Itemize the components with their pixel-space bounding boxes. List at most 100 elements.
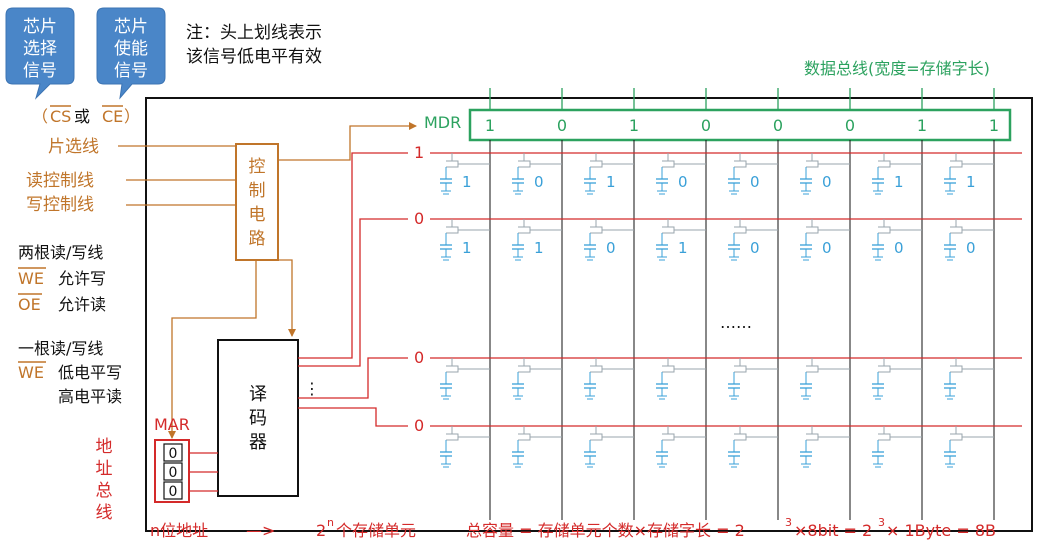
mdr-bit: 1 (629, 116, 639, 135)
control-circuit-box (235, 143, 279, 261)
storage-cell: 0 (872, 219, 922, 261)
decoder-char: 器 (249, 432, 267, 453)
rw-two-lines: 两根读/写线 WE 允许写 OE 允许读 (18, 243, 106, 314)
chip-select-text-1: 芯片 (23, 17, 57, 37)
storage-cell: 0 (800, 153, 850, 195)
cell-value: 1 (462, 173, 472, 191)
word-line-value: 0 (414, 348, 424, 367)
mar-register: 000 (154, 439, 218, 503)
n-superscript: n (327, 516, 334, 529)
mar-bit-value: 0 (169, 465, 178, 481)
cell-value: 0 (606, 239, 616, 257)
word-line-value: 0 (414, 416, 424, 435)
mdr-label: MDR (424, 113, 461, 132)
cell-transistor (950, 433, 963, 441)
cell-transistor (662, 160, 675, 168)
cell-value: 0 (822, 239, 832, 257)
storage-cell (584, 426, 634, 468)
decoder-box (217, 339, 299, 497)
cell-value: 1 (894, 173, 904, 191)
rw-two-oe-desc: 允许读 (58, 295, 106, 314)
mdr-bit: 1 (989, 116, 999, 135)
mdr-bit: 1 (917, 116, 927, 135)
cell-transistor (446, 160, 459, 168)
storage-cell: 1 (656, 219, 706, 261)
cell-transistor (446, 226, 459, 234)
superscript-3b: 3 (878, 516, 885, 529)
storage-cell: 0 (512, 153, 562, 195)
word-line-value: 0 (414, 209, 424, 228)
rw-two-oe: OE (18, 295, 41, 314)
control-to-mar-wire (168, 260, 257, 439)
cs-ce-label: （ CS 或 CE ） (32, 105, 140, 126)
storage-units: 个存储单元 (336, 521, 416, 540)
cell-value: 1 (606, 173, 616, 191)
write-control-line-label: 写控制线 (26, 195, 94, 215)
storage-cell (800, 426, 850, 468)
cell-transistor (590, 433, 603, 441)
cell-transistor (878, 365, 891, 373)
mdr-bit: 1 (485, 116, 495, 135)
cs-ce-or: 或 (74, 107, 90, 126)
cell-transistor (734, 226, 747, 234)
control-circuit-char: 控 (249, 157, 266, 177)
cell-value: 0 (678, 173, 688, 191)
storage-cell: 0 (728, 153, 778, 195)
chip-enable-text-1: 芯片 (114, 17, 148, 37)
formula-arrow: —> (246, 521, 275, 540)
two-power: 2 (316, 521, 326, 540)
cell-transistor (950, 226, 963, 234)
mdr-bit: 0 (701, 116, 711, 135)
cs-signal: CS (50, 107, 71, 126)
cell-transistor (518, 226, 531, 234)
cell-transistor (446, 365, 459, 373)
superscript-3a: 3 (785, 516, 792, 529)
note-line-2: 该信号低电平有效 (186, 47, 322, 67)
decoder-output-wire (298, 152, 408, 359)
cs-ce-close: ） (124, 107, 140, 126)
storage-cell (872, 358, 922, 400)
rw-two-we: WE (18, 269, 44, 288)
decoder-output-wire (298, 357, 408, 399)
cell-value: 0 (822, 173, 832, 191)
capacity-part-a: 总容量 = 存储单元个数×存储字长 = 2 (466, 521, 745, 540)
cell-transistor (878, 433, 891, 441)
chip-select-callout: 芯片 选择 信号 (5, 7, 75, 100)
ce-signal: CE (102, 107, 123, 126)
cell-transistor (878, 160, 891, 168)
cell-transistor (806, 433, 819, 441)
storage-cell (512, 358, 562, 400)
storage-cell (656, 358, 706, 400)
address-bus-char: 总 (96, 481, 113, 501)
mar-bit-cell (163, 481, 183, 500)
mar-bit-cell (163, 462, 183, 481)
word-line-value: 1 (414, 143, 424, 162)
decoder-char: 译 (249, 384, 267, 405)
storage-cell (728, 358, 778, 400)
storage-cell (440, 358, 490, 400)
bit-lines (489, 88, 995, 520)
storage-cell: 1 (872, 153, 922, 195)
cell-transistor (518, 433, 531, 441)
storage-cell: 1 (440, 153, 490, 195)
storage-cell (512, 426, 562, 468)
cell-transistor (950, 365, 963, 373)
cell-transistor (806, 160, 819, 168)
mdr-bit: 0 (773, 116, 783, 135)
cell-transistor (662, 365, 675, 373)
address-bus-char: 地 (96, 437, 113, 457)
cell-transistor (806, 365, 819, 373)
cell-transistor (950, 160, 963, 168)
rows-ellipsis: …… (720, 313, 752, 332)
storage-cell (800, 358, 850, 400)
chip-select-text-2: 选择 (23, 39, 57, 59)
data-bus-label: 数据总线(宽度=存储字长) (804, 59, 990, 78)
storage-cell (944, 426, 994, 468)
chip-enable-text-3: 信号 (114, 61, 148, 81)
storage-cell: 0 (656, 153, 706, 195)
cell-transistor (878, 226, 891, 234)
storage-cell (584, 358, 634, 400)
